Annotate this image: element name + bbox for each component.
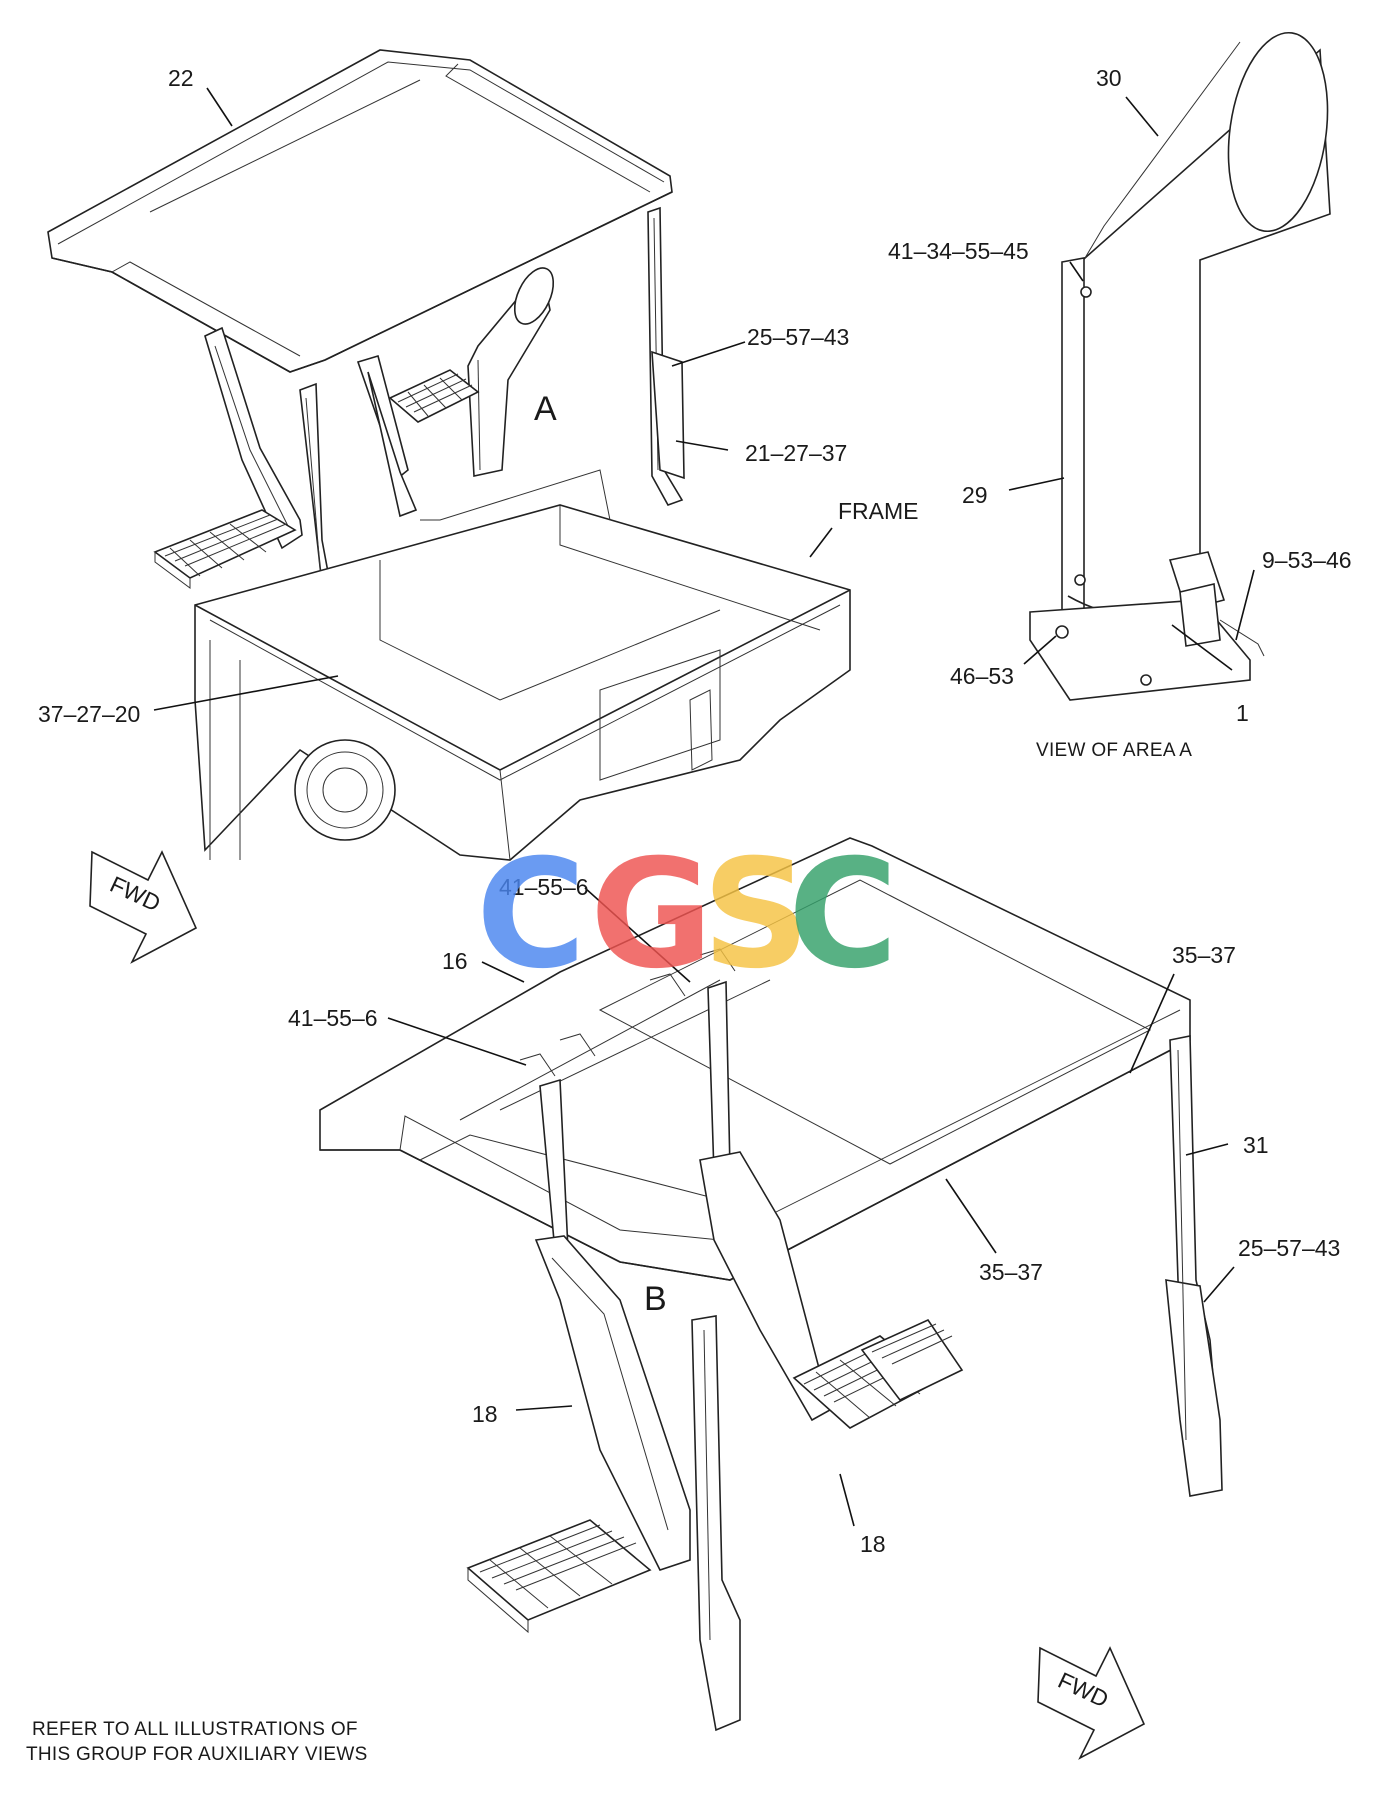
callout-31: 31 bbox=[1243, 1132, 1269, 1158]
rops-post-rear-right bbox=[1165, 1035, 1223, 1497]
callout-41-55-6-top: 41–55–6 bbox=[499, 874, 589, 900]
watermark-letter-3: S bbox=[702, 828, 810, 1002]
callout-18-left: 18 bbox=[472, 1401, 498, 1427]
exhaust-stack-detail bbox=[1029, 31, 1331, 701]
exhaust-stack-small bbox=[467, 267, 555, 477]
callout-1: 1 bbox=[1236, 700, 1249, 726]
fwd-arrow-bottom: FWD bbox=[1037, 1646, 1146, 1760]
callout-46-53: 46–53 bbox=[950, 663, 1014, 689]
watermark-letter-2: G bbox=[590, 828, 713, 1002]
rops-post-front-left bbox=[534, 1078, 691, 1571]
callout-35-37-right: 35–37 bbox=[1172, 942, 1236, 968]
upper-rops-assembly bbox=[47, 49, 851, 861]
callout-18-mid: 18 bbox=[860, 1531, 886, 1557]
rops-post-right bbox=[647, 206, 685, 506]
canopy-roof bbox=[47, 49, 673, 373]
lower-rops-assembly bbox=[319, 837, 1223, 1732]
area-a-marker: A bbox=[534, 390, 557, 428]
callout-labels: 22 30 41–34–55–45 25–57–43 21–27–37 29 9… bbox=[38, 65, 1352, 1557]
footnote: REFER TO ALL ILLUSTRATIONS OF THIS GROUP… bbox=[26, 1719, 368, 1765]
leader-lines bbox=[153, 87, 1255, 1527]
rops-post-center-lower bbox=[691, 980, 831, 1732]
step-upper-left bbox=[153, 509, 297, 589]
callout-41-55-6-left: 41–55–6 bbox=[288, 1005, 378, 1031]
frame-label: FRAME bbox=[838, 498, 919, 524]
callout-37-27-20: 37–27–20 bbox=[38, 701, 140, 727]
callout-30: 30 bbox=[1096, 65, 1122, 91]
callout-29: 29 bbox=[962, 482, 988, 508]
step-upper-center bbox=[388, 369, 480, 423]
callout-35-37-mid: 35–37 bbox=[979, 1259, 1043, 1285]
callout-16: 16 bbox=[442, 948, 468, 974]
callout-41-34-55-45: 41–34–55–45 bbox=[888, 238, 1029, 264]
callout-21-27-37: 21–27–37 bbox=[745, 440, 847, 466]
rops-post-center bbox=[356, 354, 418, 518]
callout-9-53-46: 9–53–46 bbox=[1262, 547, 1352, 573]
b-marker: B bbox=[644, 1280, 667, 1318]
note-line-1: REFER TO ALL ILLUSTRATIONS OF bbox=[32, 1719, 358, 1740]
fwd-arrow-top: FWD bbox=[89, 850, 198, 964]
frame-hub bbox=[294, 739, 396, 841]
watermark-cgsc: C G S C bbox=[476, 828, 898, 1002]
watermark-letter-4: C bbox=[788, 828, 898, 1002]
callout-22: 22 bbox=[168, 65, 194, 91]
callout-25-57-43-bottom: 25–57–43 bbox=[1238, 1235, 1340, 1261]
callout-25-57-43-top: 25–57–43 bbox=[747, 324, 849, 350]
step-lower-left bbox=[466, 1519, 652, 1634]
step-lower-right bbox=[860, 1318, 964, 1402]
note-line-2: THIS GROUP FOR AUXILIARY VIEWS bbox=[26, 1744, 368, 1765]
view-of-area-a-caption: VIEW OF AREA A bbox=[1036, 740, 1192, 761]
watermark-letter-1: C bbox=[476, 828, 586, 1002]
